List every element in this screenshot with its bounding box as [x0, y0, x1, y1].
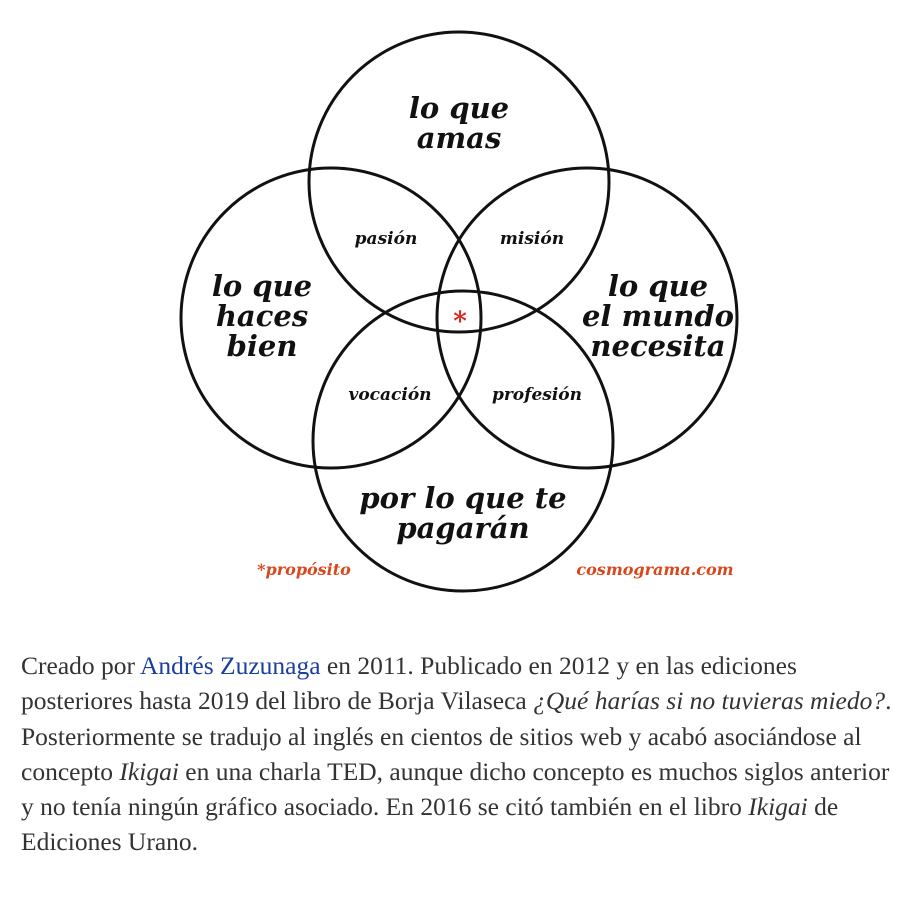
- circle-bottom: [311, 289, 615, 593]
- caption-text-3: . Posteriormente se tradujo al inglés en…: [21, 686, 892, 786]
- circle-left: [179, 166, 483, 470]
- circle-top: [307, 30, 611, 334]
- intersection-profesion: profesión: [492, 385, 582, 405]
- concept-ikigai: Ikigai: [119, 756, 179, 786]
- book-ikigai: Ikigai: [748, 792, 808, 822]
- label-right-line1: lo que: [608, 269, 708, 303]
- label-right-line2: el mundo: [582, 299, 734, 333]
- footnote-proposito: *propósito: [257, 560, 351, 579]
- author-link[interactable]: Andrés Zuzunaga: [139, 651, 321, 680]
- image-caption: Creado por Andrés Zuzunaga en 2011. Publ…: [21, 648, 901, 860]
- label-left-line2: haces: [216, 299, 308, 333]
- caption-text-5: de Ediciones Urano.: [21, 792, 839, 857]
- credit-cosmograma: cosmograma.com: [576, 560, 733, 579]
- caption-text-1: Creado por: [21, 651, 140, 680]
- center-asterisk: *: [453, 307, 467, 337]
- caption-text-2: en 2011. Publicado en 2012 y en las edic…: [21, 651, 797, 716]
- intersection-pasion: pasión: [355, 229, 418, 249]
- intersection-mision: misión: [500, 229, 564, 249]
- label-top-line2: amas: [417, 121, 502, 155]
- label-bottom-line2: pagarán: [396, 511, 529, 545]
- circle-right: [435, 166, 739, 470]
- label-right-line3: necesita: [590, 329, 725, 363]
- ikigai-venn-diagram: lo que amas lo que haces bien lo que el …: [179, 30, 739, 593]
- intersection-vocacion: vocación: [348, 385, 431, 405]
- label-top-line1: lo que: [409, 91, 509, 125]
- label-left-line1: lo que: [212, 269, 312, 303]
- caption-text-4: en una charla TED, aunque dicho concepto…: [21, 756, 890, 822]
- book-title: ¿Qué harías si no tuvieras miedo?: [533, 686, 886, 716]
- label-left-line3: bien: [227, 329, 298, 363]
- label-bottom-line1: por lo que te: [359, 481, 566, 515]
